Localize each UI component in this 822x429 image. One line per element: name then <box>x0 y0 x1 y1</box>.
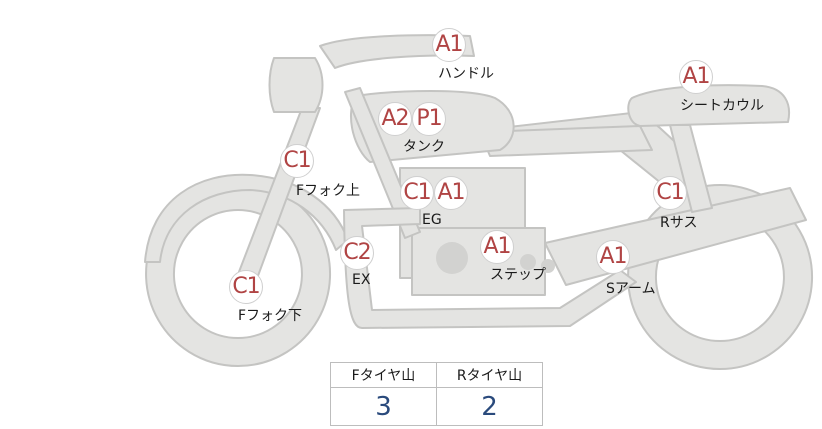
f-fork-lower-label: Fフォク下 <box>238 308 303 324</box>
seat-cowl <box>627 84 790 127</box>
swing-arm-grades: A1 <box>596 240 630 274</box>
f-fork-lower-grades: C1 <box>229 270 263 304</box>
grade-badge: A1 <box>434 176 468 210</box>
engine-label: EG <box>422 212 442 228</box>
engine-grades: C1 A1 <box>400 176 468 210</box>
grade-badge: C1 <box>400 176 434 210</box>
grade-badge: C1 <box>280 144 314 178</box>
grade-badge: C1 <box>229 270 263 304</box>
grade-badge: A1 <box>679 60 713 94</box>
step-label: ステップ <box>490 267 546 283</box>
r-suspension-grades: C1 <box>653 176 687 210</box>
front-wheel <box>145 181 332 367</box>
seat-cowl-grades: A1 <box>679 60 713 94</box>
table-header-row: Fタイヤ山 Rタイヤ山 <box>330 362 543 388</box>
front-tire-value: 3 <box>330 387 437 426</box>
grade-badge: A2 <box>378 102 412 136</box>
handle-label: ハンドル <box>438 66 494 82</box>
tire-tread-table: Fタイヤ山 Rタイヤ山 3 2 <box>330 362 543 426</box>
rear-tire-header: Rタイヤ山 <box>436 362 543 388</box>
headlight <box>268 57 324 113</box>
grade-badge: C1 <box>653 176 687 210</box>
grade-badge: P1 <box>412 102 446 136</box>
exhaust-label: EX <box>352 272 371 288</box>
table-value-row: 3 2 <box>330 387 543 426</box>
exhaust-grades: C2 <box>340 236 374 270</box>
grade-badge: A1 <box>596 240 630 274</box>
r-suspension-label: Rサス <box>660 215 698 231</box>
step-grades: A1 <box>480 230 514 264</box>
tank-grades: A2 P1 <box>378 102 446 136</box>
handle-grades: A1 <box>432 28 466 62</box>
front-tire-header: Fタイヤ山 <box>330 362 437 388</box>
grade-badge: A1 <box>432 28 466 62</box>
grade-badge: A1 <box>480 230 514 264</box>
seat-cowl-label: シートカウル <box>680 98 764 114</box>
swing-arm-label: Sアーム <box>606 281 656 297</box>
f-fork-upper-grades: C1 <box>280 144 314 178</box>
f-fork-upper-label: Fフォク上 <box>296 183 361 199</box>
tank-label: タンク <box>403 139 445 155</box>
grade-badge: C2 <box>340 236 374 270</box>
rear-tire-value: 2 <box>436 387 543 426</box>
